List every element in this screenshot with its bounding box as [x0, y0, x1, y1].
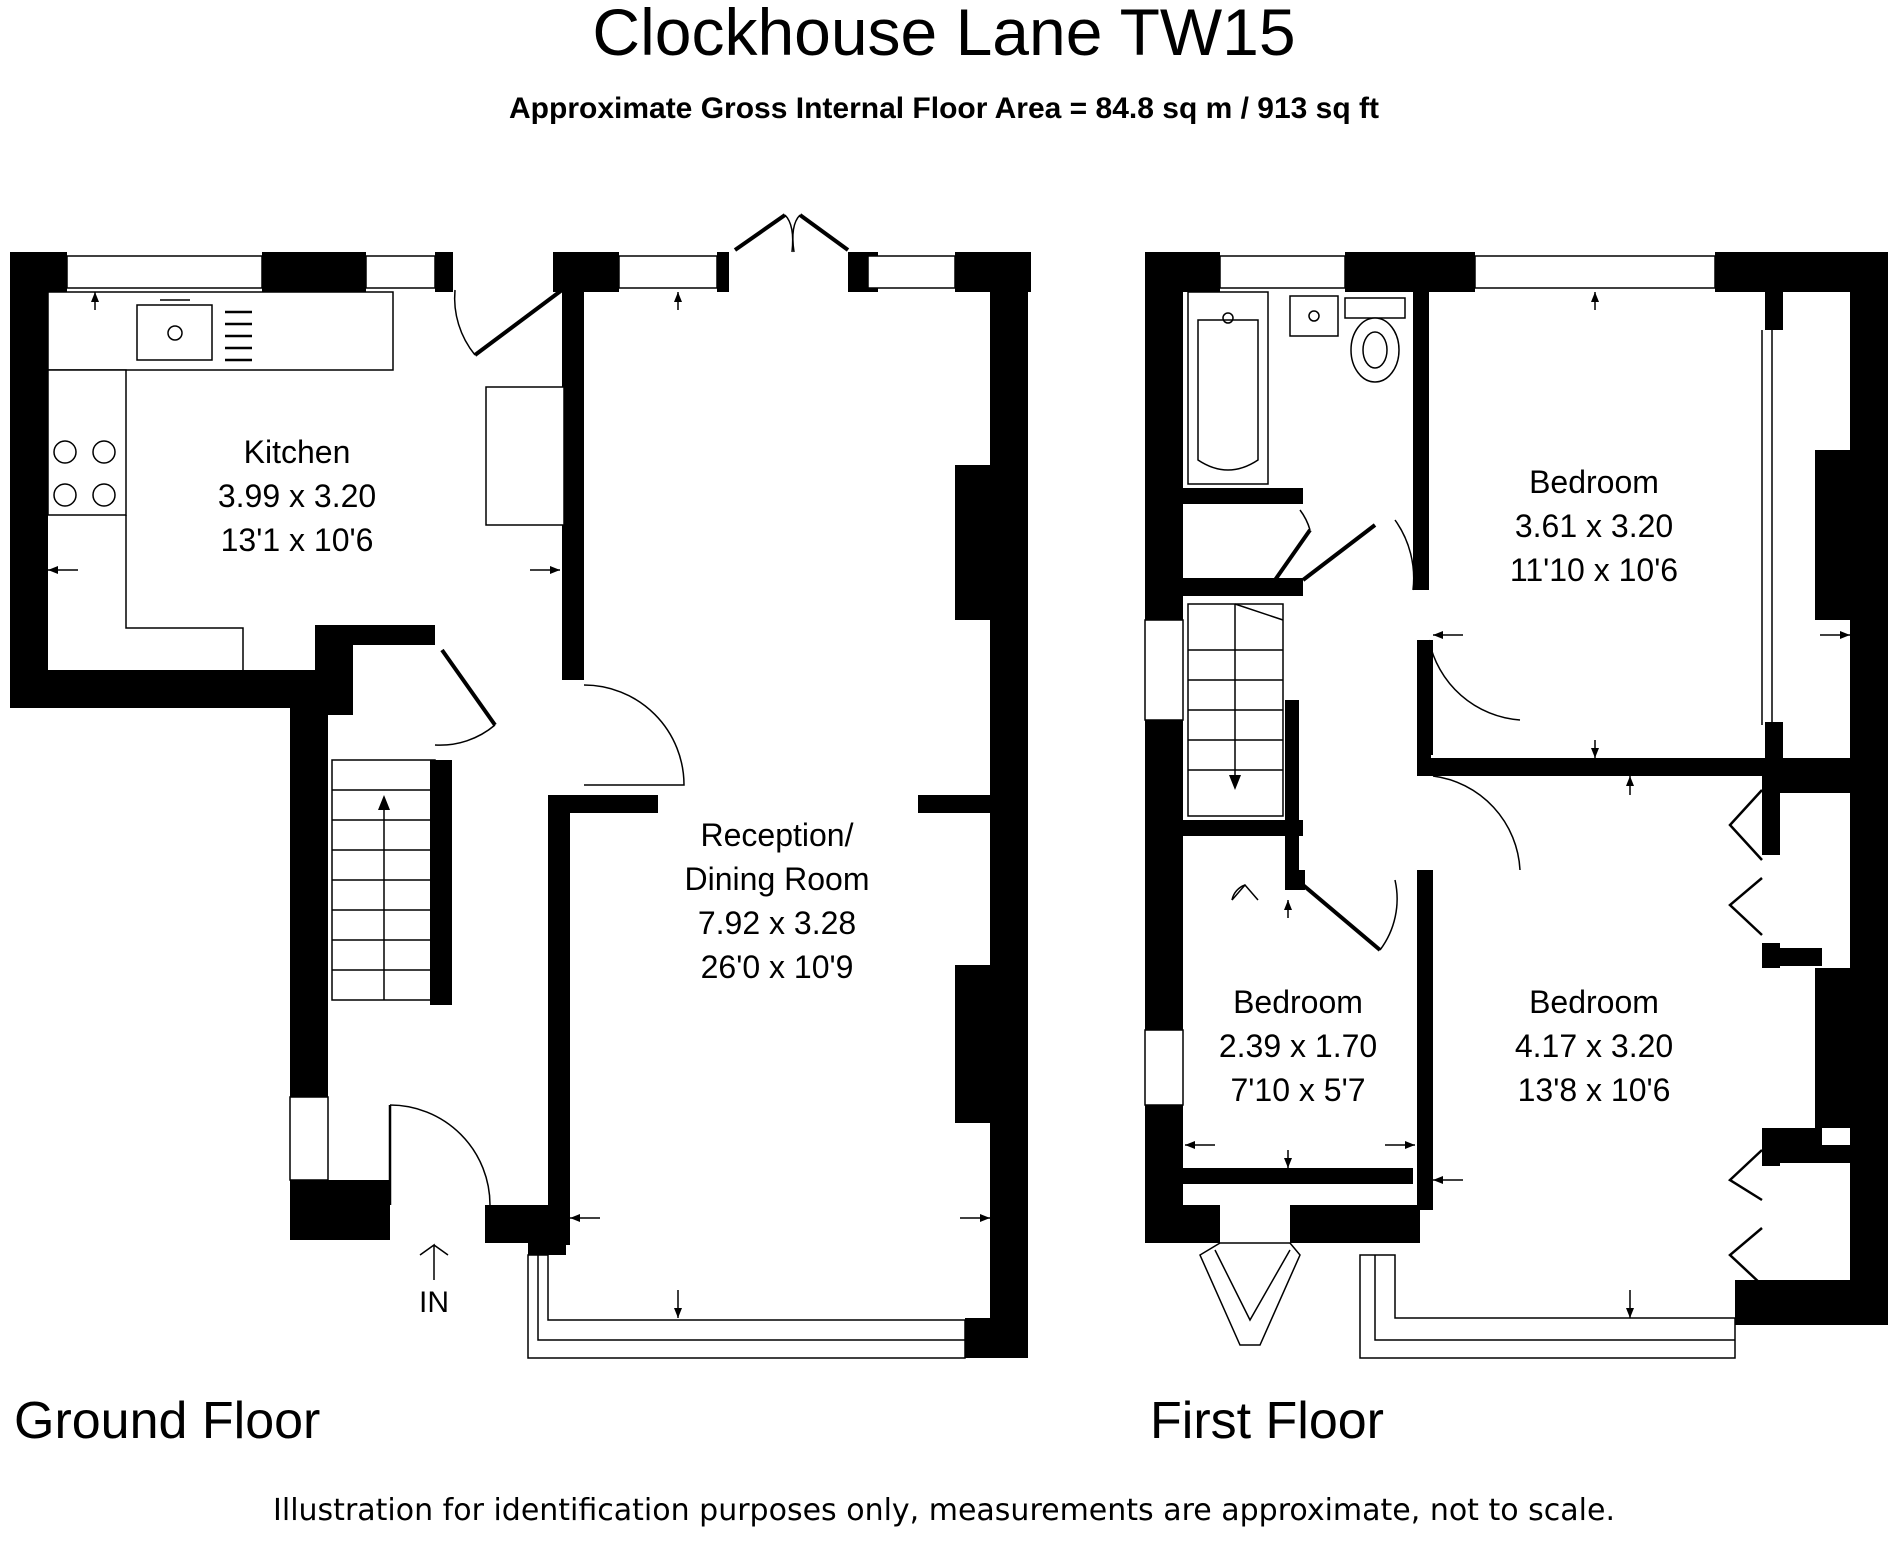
- door-reception-rear-french: [733, 213, 850, 253]
- door-reception: [583, 684, 685, 786]
- reception-name-line1: Reception/: [701, 817, 854, 853]
- reception-window-right: [867, 255, 956, 289]
- ground-floor-plan: IN Kitchen 3.99 x 3.20 13'1 x 10'6 Recep…: [10, 213, 1031, 1359]
- bedroom-front-imperial: 13'8 x 10'6: [1518, 1072, 1671, 1108]
- bedroom-rear-metric: 3.61 x 3.20: [1515, 508, 1673, 544]
- door-hall-cupboard: [434, 648, 497, 746]
- reception-bay-window: [527, 1254, 966, 1359]
- reception-imperial: 26'0 x 10'9: [701, 949, 854, 985]
- disclaimer: Illustration for identification purposes…: [273, 1493, 1615, 1528]
- first-floor-label: First Floor: [1150, 1392, 1384, 1450]
- front-door[interactable]: [388, 1104, 491, 1206]
- small-bedroom-window-side: [1144, 1029, 1184, 1106]
- bedroom-small-imperial: 7'10 x 5'7: [1231, 1072, 1366, 1108]
- kitchen-unit: [485, 386, 565, 526]
- bedroom-small-name: Bedroom: [1233, 984, 1363, 1020]
- reception-label: Reception/ Dining Room 7.92 x 3.28 26'0 …: [685, 817, 870, 985]
- kitchen-label: Kitchen 3.99 x 3.20 13'1 x 10'6: [218, 434, 376, 558]
- door-small-bedroom: [1301, 879, 1398, 952]
- door-airing-cupboard: [1273, 509, 1377, 582]
- door-bedroom-front: [1432, 775, 1521, 871]
- reception-wall-right: [990, 255, 1028, 1355]
- kitchen-window-small: [365, 255, 436, 289]
- wardrobe-doors: [1727, 789, 1763, 1286]
- staircase-ground: [331, 759, 436, 1001]
- bedroom-front-metric: 4.17 x 3.20: [1515, 1028, 1673, 1064]
- entrance-arrow: [419, 1243, 449, 1280]
- reception-metric: 7.92 x 3.28: [698, 905, 856, 941]
- bedroom-front-name: Bedroom: [1529, 984, 1659, 1020]
- hall-window: [289, 1096, 329, 1181]
- page-title: Clockhouse Lane TW15: [592, 0, 1295, 69]
- entrance-label: IN: [419, 1286, 449, 1319]
- landing-window: [1144, 619, 1184, 721]
- ground-floor-label: Ground Floor: [14, 1392, 320, 1450]
- bedroom-rear-name: Bedroom: [1529, 464, 1659, 500]
- dimension-markers-first: [1185, 292, 1850, 1318]
- kitchen-sink: [136, 304, 213, 361]
- staircase-first: [1187, 603, 1284, 817]
- bedroom-small-metric: 2.39 x 1.70: [1219, 1028, 1377, 1064]
- reception-window-left: [618, 255, 718, 289]
- washbasin: [1289, 295, 1339, 337]
- bedroom-rear-label: Bedroom 3.61 x 3.20 11'10 x 10'6: [1510, 464, 1678, 588]
- drainer-grooves: [225, 310, 252, 362]
- door-bedroom-rear: [1394, 519, 1521, 721]
- toilet: [1344, 297, 1406, 383]
- hall-wall-left: [290, 707, 328, 1097]
- kitchen-imperial: 13'1 x 10'6: [221, 522, 374, 558]
- door-small-bedroom-wardrobe: [1231, 883, 1259, 901]
- bathtub: [1187, 291, 1269, 485]
- bedroom-front-bay-window: [1359, 1254, 1736, 1359]
- door-kitchen-rear: [453, 288, 564, 357]
- first-floor-plan: Bedroom 3.61 x 3.20 11'10 x 10'6 Bedroom…: [1144, 252, 1888, 1359]
- floor-area-summary: Approximate Gross Internal Floor Area = …: [509, 92, 1379, 125]
- dimension-markers-ground: [48, 292, 990, 1318]
- wardrobe-sliding: [1761, 330, 1773, 725]
- bedroom-front-label: Bedroom 4.17 x 3.20 13'8 x 10'6: [1515, 984, 1673, 1108]
- bedroom-rear-imperial: 11'10 x 10'6: [1510, 552, 1678, 588]
- kitchen-name: Kitchen: [244, 434, 351, 470]
- kitchen-window: [66, 255, 263, 289]
- kitchen-worktop-rear: [47, 291, 394, 371]
- hob: [53, 440, 116, 507]
- bedroom-rear-window: [1474, 255, 1716, 289]
- reception-name-line2: Dining Room: [685, 861, 870, 897]
- kitchen-metric: 3.99 x 3.20: [218, 478, 376, 514]
- bathroom-window: [1219, 255, 1346, 289]
- bedroom-small-label: Bedroom 2.39 x 1.70 7'10 x 5'7: [1219, 984, 1377, 1108]
